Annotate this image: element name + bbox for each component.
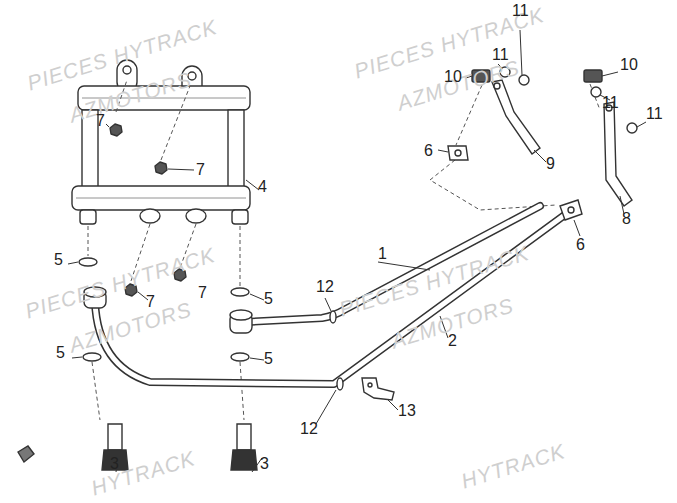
callout-number: 13 xyxy=(398,402,416,420)
callout-number: 5 xyxy=(56,344,65,362)
callout-number: 7 xyxy=(196,161,205,179)
callout-number: 7 xyxy=(198,284,207,302)
callout-number: 10 xyxy=(620,56,638,74)
callout-number: 1 xyxy=(378,245,387,263)
callout-number: 6 xyxy=(576,236,585,254)
callout-number: 5 xyxy=(54,251,63,269)
callout-number: 5 xyxy=(264,350,273,368)
callout-number: 7 xyxy=(96,112,105,130)
callout-number: 11 xyxy=(512,2,529,20)
callout-number: 10 xyxy=(444,68,462,86)
callout-number: 3 xyxy=(260,455,269,473)
callout-number: 11 xyxy=(492,46,509,64)
watermark: HYTRACK xyxy=(88,446,198,500)
callout-number: 11 xyxy=(646,105,663,123)
callout-number: 5 xyxy=(264,290,273,308)
callout-number: 2 xyxy=(448,332,457,350)
watermark: HYTRACK xyxy=(458,439,568,493)
callout-number: 4 xyxy=(258,178,267,196)
callout-number: 11 xyxy=(602,94,619,112)
callout-number: 6 xyxy=(424,142,433,160)
callout-number: 12 xyxy=(300,420,318,438)
callout-number: 9 xyxy=(546,155,555,173)
watermark: AZMOTORS xyxy=(66,298,194,358)
callout-number: 12 xyxy=(316,278,334,296)
callout-number: 8 xyxy=(622,210,631,228)
